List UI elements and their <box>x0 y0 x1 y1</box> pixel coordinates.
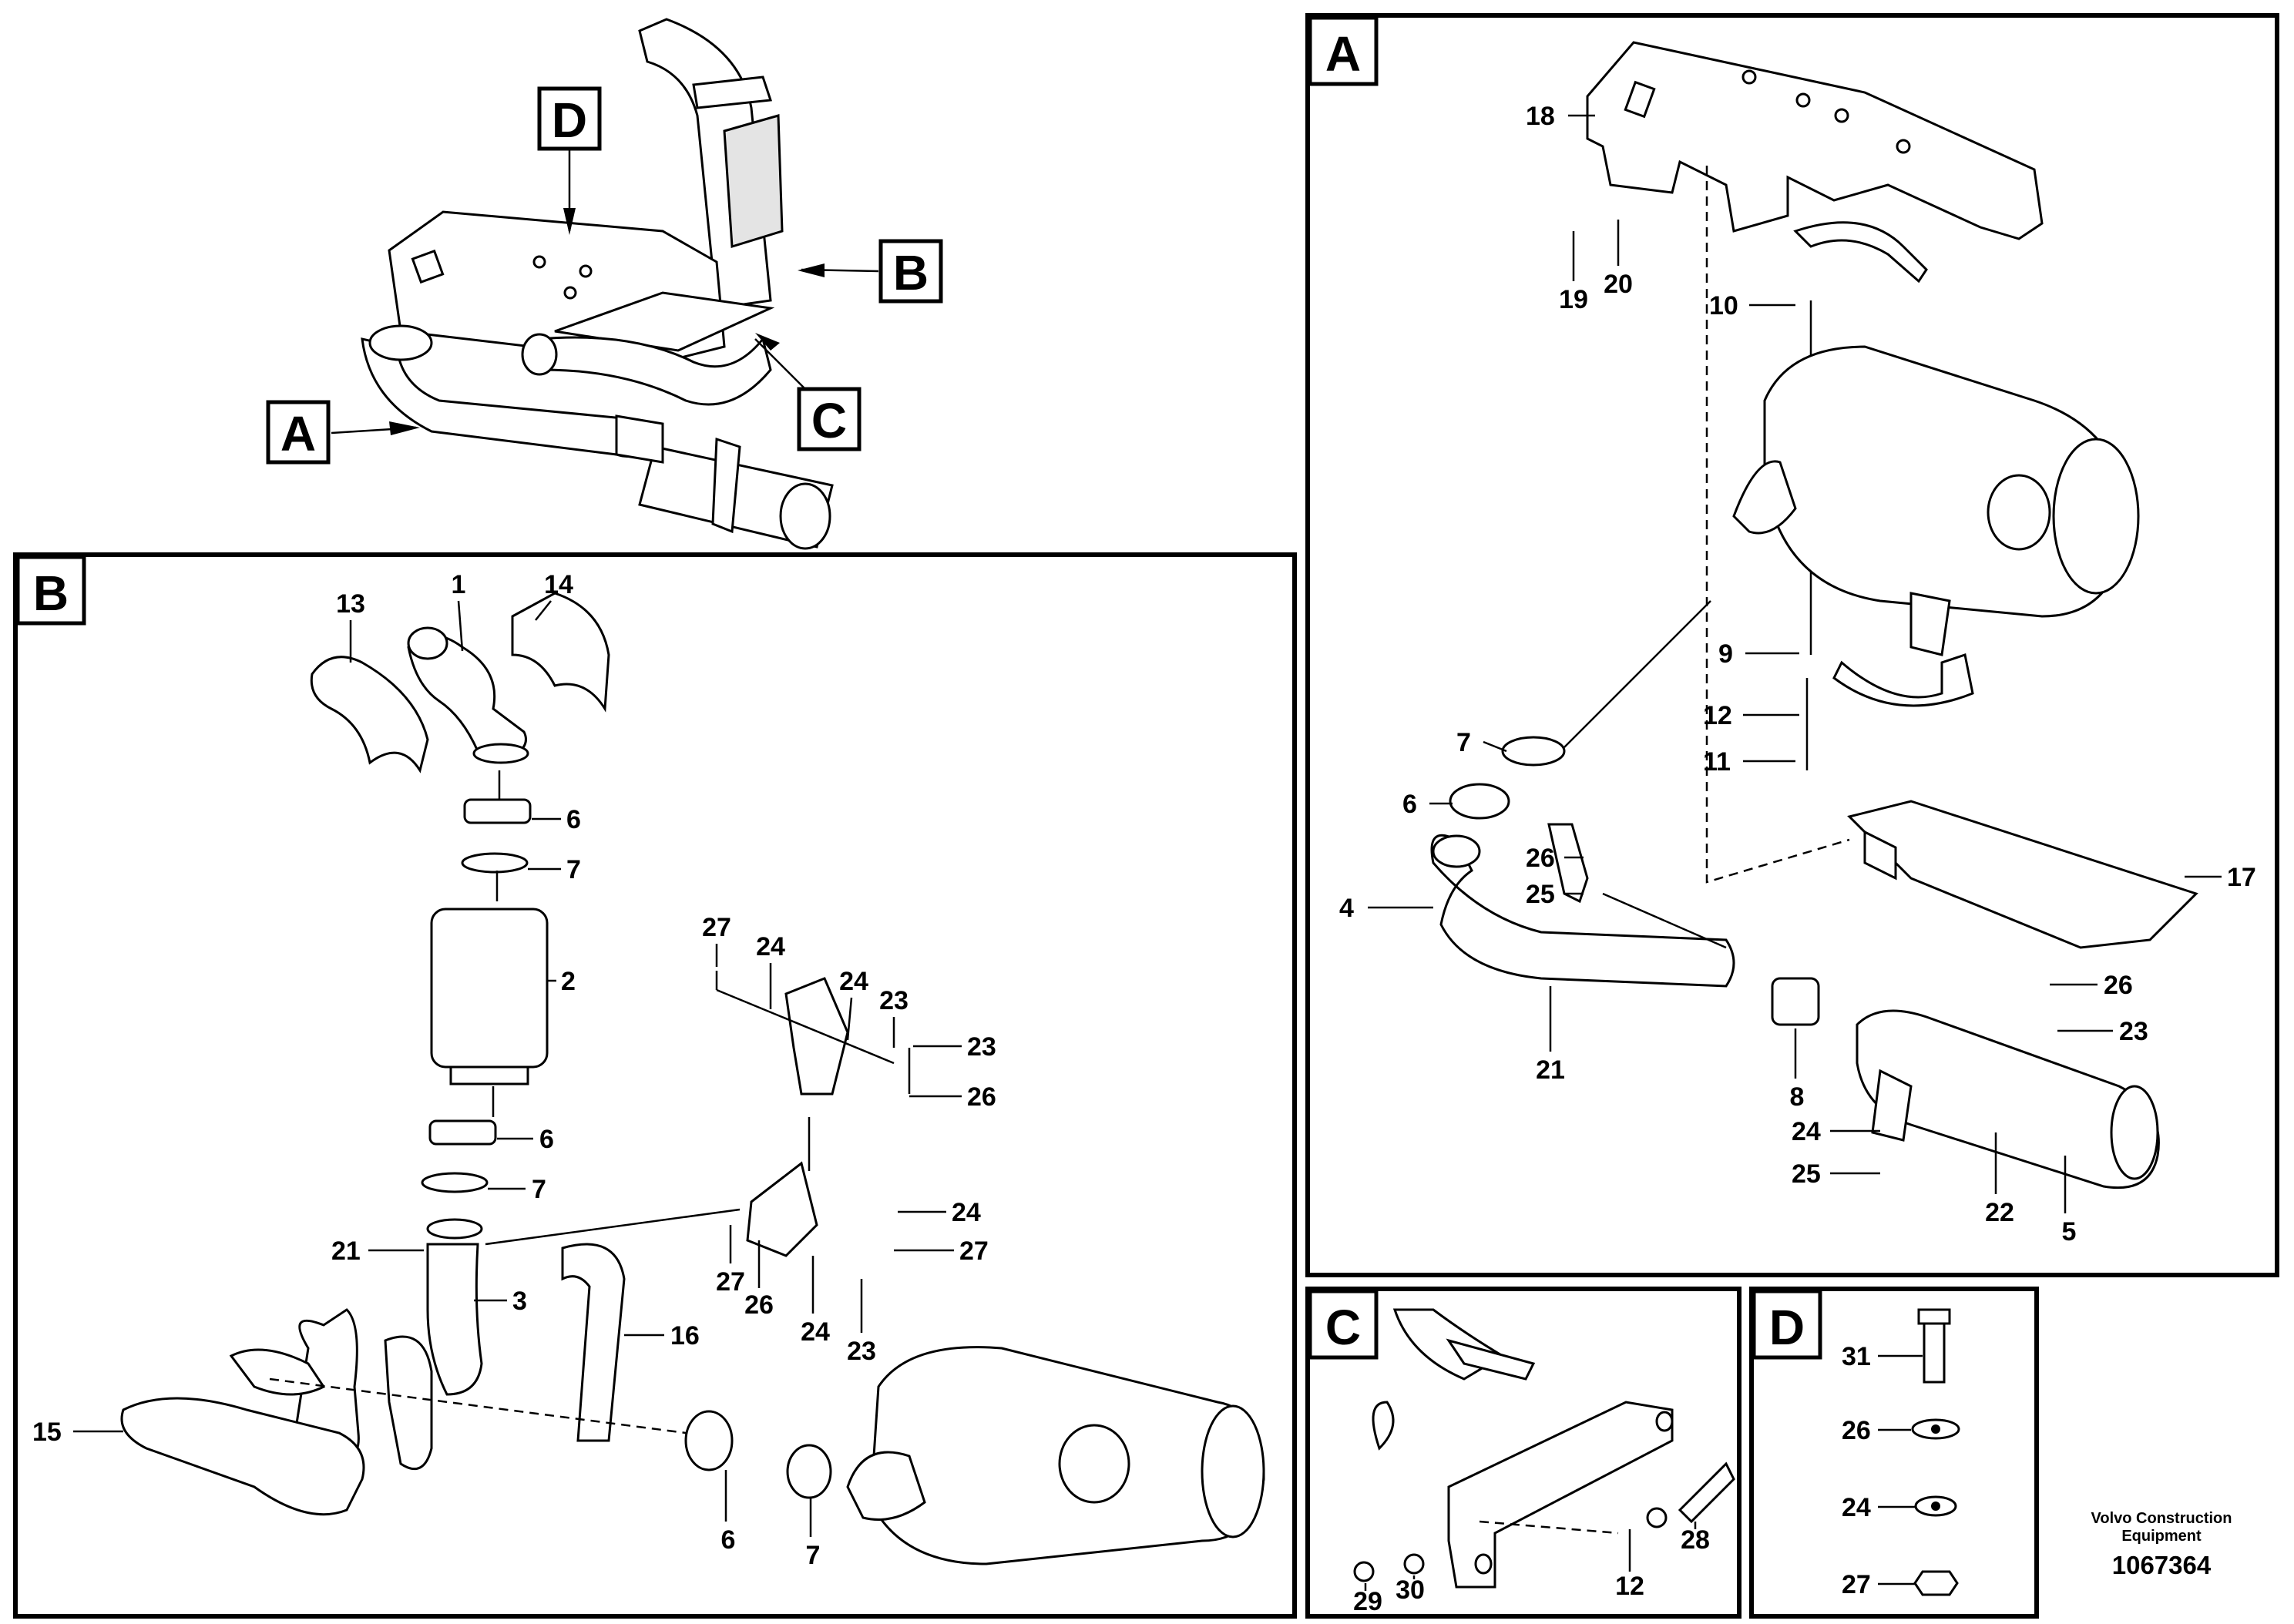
label: 21 <box>1536 1055 1565 1085</box>
label: 23 <box>2119 1017 2148 1046</box>
label: 6 <box>721 1525 736 1555</box>
label: 26 <box>1842 1416 1871 1445</box>
label: 23 <box>967 1032 996 1062</box>
panel-a-tag: A <box>1325 26 1361 82</box>
label: 27 <box>959 1236 989 1266</box>
label: 11 <box>1703 747 1731 777</box>
label: 19 <box>1559 285 1588 314</box>
label: 7 <box>566 855 581 884</box>
label: 26 <box>2104 971 2133 1000</box>
label: 7 <box>532 1175 546 1204</box>
label: 13 <box>336 589 365 619</box>
label: 27 <box>1842 1570 1871 1599</box>
panel-d: D <box>1749 1287 2039 1619</box>
panel-a: A <box>1305 13 2279 1277</box>
overview-callouts: D B A C <box>266 86 943 465</box>
label: 30 <box>1396 1575 1425 1605</box>
label: 12 <box>1615 1572 1644 1601</box>
label: 18 <box>1526 102 1555 131</box>
label: 7 <box>1456 728 1471 757</box>
label: 2 <box>561 967 576 996</box>
label: 15 <box>32 1418 62 1447</box>
panel-b: B <box>13 552 1297 1619</box>
label: 27 <box>716 1267 745 1297</box>
label: 24 <box>839 967 868 996</box>
label: 31 <box>1842 1342 1871 1371</box>
label: 27 <box>702 913 731 942</box>
label: 1 <box>452 570 466 599</box>
panel-b-tag: B <box>33 565 69 621</box>
panel-b-labels: 13 1 14 6 7 2 6 7 21 3 16 15 6 7 27 24 2… <box>32 570 996 1570</box>
label: 23 <box>847 1337 876 1366</box>
label: 25 <box>1792 1159 1821 1189</box>
overview-assembly <box>361 18 834 550</box>
credit-line-2: Equipment <box>2121 1528 2202 1545</box>
overview-tag-b: B <box>893 245 929 300</box>
label: 4 <box>1339 894 1354 923</box>
panel-a-labels: 18 19 20 10 9 12 11 7 6 4 26 25 21 8 17 … <box>1339 102 2256 1247</box>
label: 3 <box>512 1287 527 1316</box>
label: 24 <box>756 932 785 961</box>
panel-d-tag: D <box>1769 1300 1805 1355</box>
label: 25 <box>1526 880 1555 909</box>
label: 6 <box>566 805 581 834</box>
label: 7 <box>806 1541 821 1570</box>
label: 26 <box>1526 844 1555 873</box>
label: 26 <box>744 1290 774 1320</box>
panel-c: C <box>1305 1287 1741 1619</box>
label: 6 <box>1402 790 1417 819</box>
overview-tag-d: D <box>552 92 587 148</box>
label: 10 <box>1709 291 1738 320</box>
label: 12 <box>1703 701 1732 730</box>
label: 24 <box>1842 1493 1871 1522</box>
credit-line-1: Volvo Construction <box>2091 1510 2232 1527</box>
label: 14 <box>544 570 573 599</box>
label: 6 <box>539 1125 554 1154</box>
label: 23 <box>879 986 909 1015</box>
overview-tag-a: A <box>280 406 316 461</box>
label: 26 <box>967 1082 996 1112</box>
label: 24 <box>952 1198 981 1227</box>
overview-tag-c: C <box>811 393 847 448</box>
label: 29 <box>1353 1587 1382 1616</box>
label: 16 <box>670 1321 700 1351</box>
doc-number: 1067364 <box>2112 1551 2212 1579</box>
label: 17 <box>2227 863 2256 892</box>
label: 21 <box>331 1236 361 1266</box>
credit-block: Volvo Construction Equipment 1067364 <box>2091 1510 2232 1579</box>
label: 20 <box>1604 270 1633 299</box>
label: 24 <box>801 1317 830 1347</box>
label: 8 <box>1790 1082 1805 1112</box>
panel-d-labels: 31 26 24 27 <box>1842 1342 1923 1599</box>
label: 9 <box>1718 639 1733 669</box>
panel-c-labels: 28 12 29 30 <box>1353 1522 1710 1616</box>
label: 5 <box>2062 1217 2077 1247</box>
label: 22 <box>1985 1198 2014 1227</box>
label: 24 <box>1792 1117 1821 1146</box>
label: 28 <box>1681 1525 1710 1555</box>
panel-c-tag: C <box>1325 1300 1361 1355</box>
